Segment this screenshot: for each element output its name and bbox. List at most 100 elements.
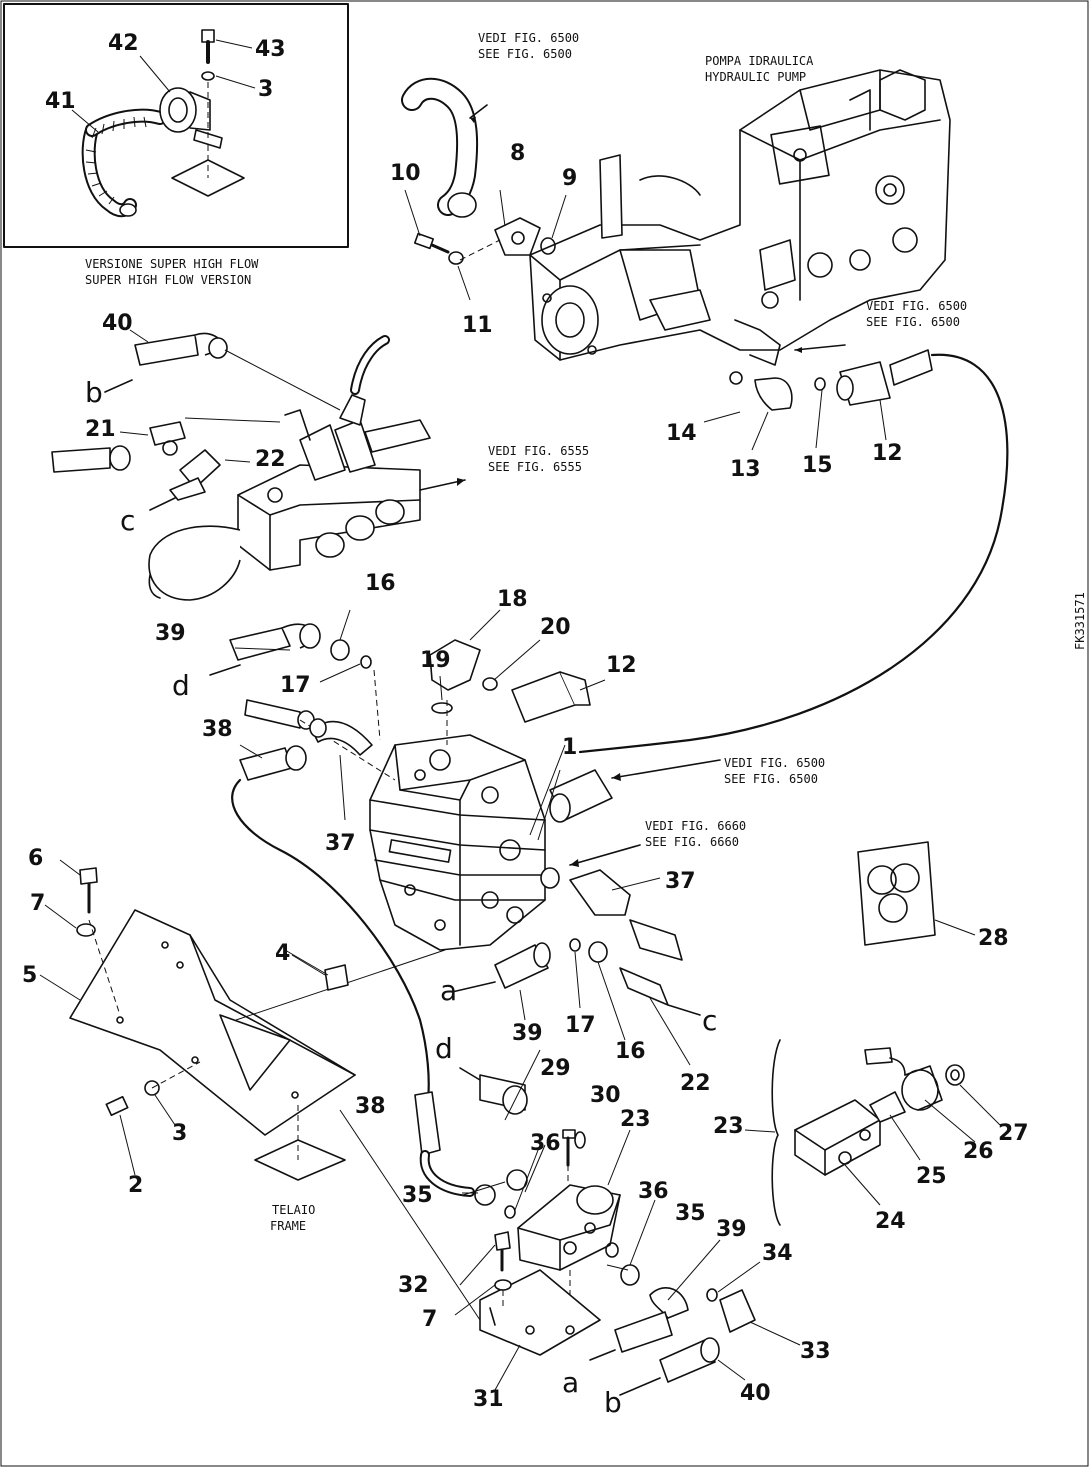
callout-1: 1 <box>562 735 577 760</box>
connection-letters: b c d a c d a b <box>85 376 717 1419</box>
callout-22: 22 <box>255 447 286 472</box>
callout-35: 35 <box>675 1201 706 1226</box>
callout-8: 8 <box>510 141 525 166</box>
callout-30: 30 <box>590 1083 621 1108</box>
lower-valve-group <box>339 1049 801 1396</box>
callout-43: 43 <box>255 37 286 62</box>
frame-label-it: TELAIO <box>272 1203 315 1217</box>
connection-letter-a: a <box>440 974 457 1007</box>
callout-27: 27 <box>998 1121 1029 1146</box>
solenoid-valve-assembly <box>744 1039 1001 1226</box>
inset-caption-it: VERSIONE SUPER HIGH FLOW <box>85 257 259 271</box>
callout-15: 15 <box>802 453 833 478</box>
fittings-21-22-upper <box>51 417 281 511</box>
callout-4: 4 <box>275 941 290 966</box>
frame-label-en: FRAME <box>270 1219 306 1233</box>
callout-24: 24 <box>875 1209 906 1234</box>
callout-26: 26 <box>963 1139 994 1164</box>
pump-label-it: POMPA IDRAULICA <box>705 54 814 68</box>
callout-3: 3 <box>258 77 273 102</box>
callout-10: 10 <box>390 161 421 186</box>
callout-18: 18 <box>497 587 528 612</box>
super-high-flow-inset <box>3 3 349 248</box>
callout-34: 34 <box>762 1241 793 1266</box>
valve-upper-fittings <box>209 609 606 781</box>
mounting-bracket <box>39 859 446 1181</box>
callout-25: 25 <box>916 1164 947 1189</box>
callout-40: 40 <box>740 1381 771 1406</box>
accumulator-valve-block <box>148 335 466 601</box>
connection-letter-d: d <box>435 1032 453 1065</box>
callout-35: 35 <box>402 1183 433 1208</box>
pump-suction-group <box>401 77 567 301</box>
callout-17: 17 <box>280 673 311 698</box>
callout-2: 2 <box>128 1173 143 1198</box>
callout-39: 39 <box>512 1021 543 1046</box>
drawing-code: FK331571 <box>1073 592 1087 650</box>
callout-14: 14 <box>666 421 697 446</box>
inset-caption-en: SUPER HIGH FLOW VERSION <box>85 273 251 287</box>
callout-29: 29 <box>540 1056 571 1081</box>
fig6500-top-en: SEE FIG. 6500 <box>478 47 572 61</box>
fig6500-right-en: SEE FIG. 6500 <box>866 315 960 329</box>
callout-3: 3 <box>172 1121 187 1146</box>
callout-36: 36 <box>638 1179 669 1204</box>
callout-31: 31 <box>473 1387 504 1412</box>
callout-28: 28 <box>978 926 1009 951</box>
callout-21: 21 <box>85 417 116 442</box>
callout-7: 7 <box>30 891 45 916</box>
connection-letter-d: d <box>172 669 190 702</box>
connection-letter-a: a <box>562 1366 579 1399</box>
callout-5: 5 <box>22 963 37 988</box>
hydraulic-pump <box>529 69 951 366</box>
callout-12: 12 <box>872 441 903 466</box>
callout-9: 9 <box>562 166 577 191</box>
callout-23: 23 <box>620 1107 651 1132</box>
connection-letter-b: b <box>85 376 103 409</box>
decal-28 <box>857 841 976 946</box>
notes: VERSIONE SUPER HIGH FLOW SUPER HIGH FLOW… <box>85 31 1087 1233</box>
connection-letter-c: c <box>702 1004 717 1037</box>
callout-16: 16 <box>615 1039 646 1064</box>
fig6660-en: SEE FIG. 6660 <box>645 835 739 849</box>
fig6500-top-it: VEDI FIG. 6500 <box>478 31 579 45</box>
callout-40: 40 <box>102 311 133 336</box>
fig6555-en: SEE FIG. 6555 <box>488 460 582 474</box>
callout-19: 19 <box>420 648 451 673</box>
fig6660-it: VEDI FIG. 6660 <box>645 819 746 833</box>
callout-42: 42 <box>108 31 139 56</box>
callout-37: 37 <box>325 831 356 856</box>
main-control-valve <box>369 700 566 951</box>
callout-36: 36 <box>530 1131 561 1156</box>
fig6500-mid-en: SEE FIG. 6500 <box>724 772 818 786</box>
hose-38-37-left <box>231 718 430 1102</box>
connection-letter-b: b <box>604 1386 622 1419</box>
callout-39: 39 <box>155 621 186 646</box>
callout-6: 6 <box>28 846 43 871</box>
callout-22: 22 <box>680 1071 711 1096</box>
hose-40-upper <box>104 329 341 411</box>
fig6500-mid-it: VEDI FIG. 6500 <box>724 756 825 770</box>
pump-pressure-line <box>578 344 1009 754</box>
callout-20: 20 <box>540 615 571 640</box>
callout-38: 38 <box>355 1094 386 1119</box>
callout-32: 32 <box>398 1273 429 1298</box>
callout-17: 17 <box>565 1013 596 1038</box>
connection-letter-c: c <box>120 504 135 537</box>
callout-33: 33 <box>800 1339 831 1364</box>
callout-12: 12 <box>606 653 637 678</box>
callout-7: 7 <box>422 1307 437 1332</box>
pump-label-en: HYDRAULIC PUMP <box>705 70 806 84</box>
fig6555-it: VEDI FIG. 6555 <box>488 444 589 458</box>
callout-41: 41 <box>45 89 76 114</box>
callout-37: 37 <box>665 869 696 894</box>
callout-23: 23 <box>713 1114 744 1139</box>
part-callouts: 42 43 3 41 8 10 9 11 40 14 13 15 12 21 2… <box>22 31 1029 1412</box>
valve-right-fittings <box>451 759 721 1066</box>
fig6500-right-it: VEDI FIG. 6500 <box>866 299 967 313</box>
callout-16: 16 <box>365 571 396 596</box>
callout-38: 38 <box>202 717 233 742</box>
